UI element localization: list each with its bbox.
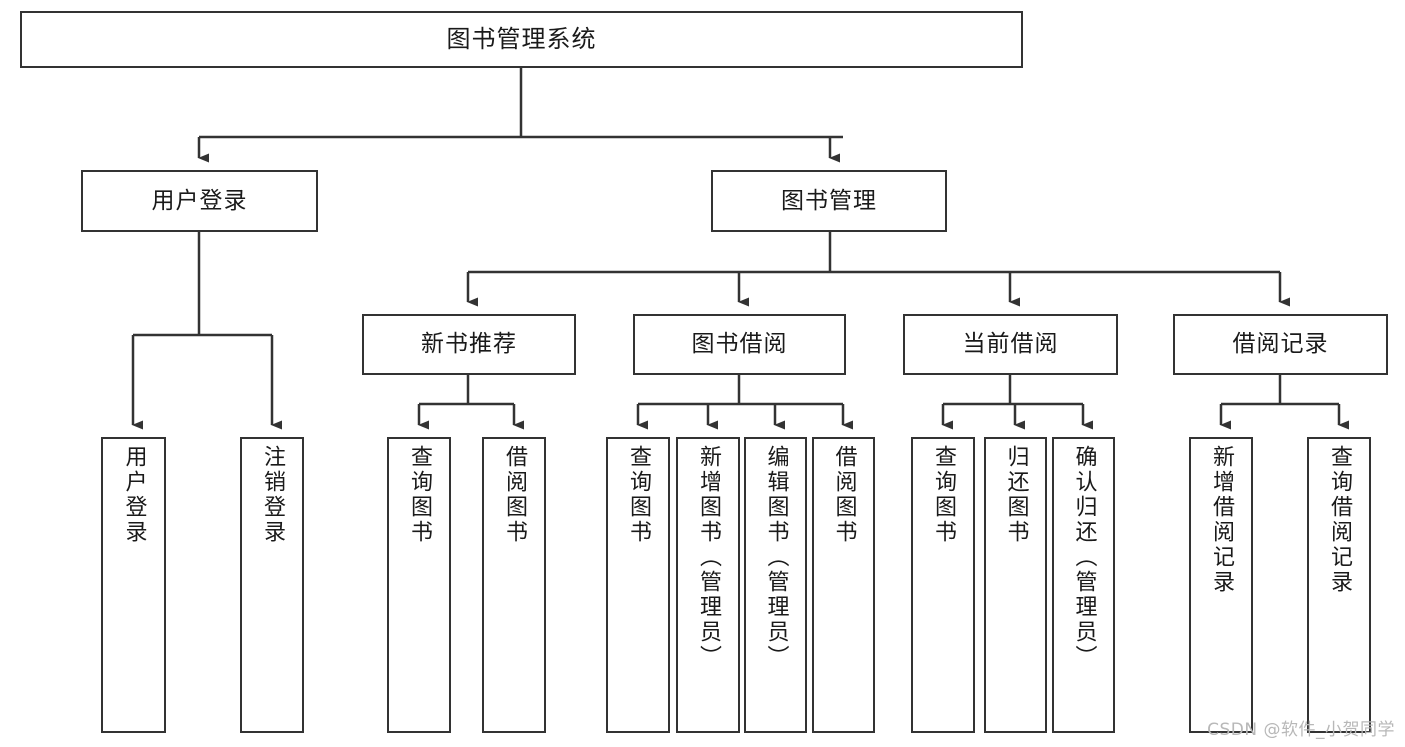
node-book-manage[interactable]: 图书管理 xyxy=(711,170,947,232)
node-leaf-query-book-3-label: 查询图书 xyxy=(931,445,956,545)
node-leaf-add-record[interactable]: 新增借阅记录 xyxy=(1189,437,1253,733)
node-leaf-query-record[interactable]: 查询借阅记录 xyxy=(1307,437,1371,733)
node-leaf-query-book-2[interactable]: 查询图书 xyxy=(606,437,670,733)
node-book-manage-label: 图书管理 xyxy=(781,187,877,214)
node-user-login[interactable]: 用户登录 xyxy=(81,170,318,232)
node-leaf-query-book-3[interactable]: 查询图书 xyxy=(911,437,975,733)
node-leaf-user-login[interactable]: 用户登录 xyxy=(101,437,166,733)
node-user-login-label: 用户登录 xyxy=(151,187,248,214)
node-root[interactable]: 图书管理系统 xyxy=(20,11,1023,68)
watermark: CSDN @软件_小贺同学 xyxy=(1207,720,1395,740)
node-current-borrow-label: 当前借阅 xyxy=(962,331,1059,358)
node-leaf-return-book-label: 归还图书 xyxy=(1003,445,1029,545)
node-leaf-confirm-return-label: 确认归还（管理员） xyxy=(1071,445,1097,670)
node-leaf-borrow-book-2-label: 借阅图书 xyxy=(831,445,857,545)
node-leaf-edit-book-label: 编辑图书（管理员） xyxy=(763,445,789,670)
node-leaf-borrow-book-1[interactable]: 借阅图书 xyxy=(482,437,546,733)
node-new-book-recommend[interactable]: 新书推荐 xyxy=(362,314,576,375)
node-leaf-query-book-1[interactable]: 查询图书 xyxy=(387,437,451,733)
node-leaf-return-book[interactable]: 归还图书 xyxy=(984,437,1047,733)
node-leaf-add-record-label: 新增借阅记录 xyxy=(1209,445,1234,595)
node-borrow-record-label: 借阅记录 xyxy=(1232,331,1329,358)
node-leaf-query-book-1-label: 查询图书 xyxy=(407,445,432,545)
node-current-borrow[interactable]: 当前借阅 xyxy=(903,314,1118,375)
node-leaf-add-book-label: 新增图书（管理员） xyxy=(696,445,721,670)
node-leaf-logout[interactable]: 注销登录 xyxy=(240,437,304,733)
node-book-borrow[interactable]: 图书借阅 xyxy=(633,314,846,375)
node-leaf-user-login-label: 用户登录 xyxy=(121,445,147,545)
node-leaf-query-record-label: 查询借阅记录 xyxy=(1327,445,1352,595)
node-new-book-recommend-label: 新书推荐 xyxy=(421,331,517,358)
node-leaf-edit-book[interactable]: 编辑图书（管理员） xyxy=(744,437,807,733)
node-leaf-confirm-return[interactable]: 确认归还（管理员） xyxy=(1052,437,1115,733)
node-book-borrow-label: 图书借阅 xyxy=(691,331,788,358)
node-leaf-logout-label: 注销登录 xyxy=(260,445,285,545)
node-borrow-record[interactable]: 借阅记录 xyxy=(1173,314,1388,375)
node-root-label: 图书管理系统 xyxy=(446,24,597,53)
node-leaf-add-book[interactable]: 新增图书（管理员） xyxy=(676,437,740,733)
node-leaf-borrow-book-1-label: 借阅图书 xyxy=(502,445,527,545)
node-leaf-query-book-2-label: 查询图书 xyxy=(626,445,651,545)
node-leaf-borrow-book-2[interactable]: 借阅图书 xyxy=(812,437,875,733)
